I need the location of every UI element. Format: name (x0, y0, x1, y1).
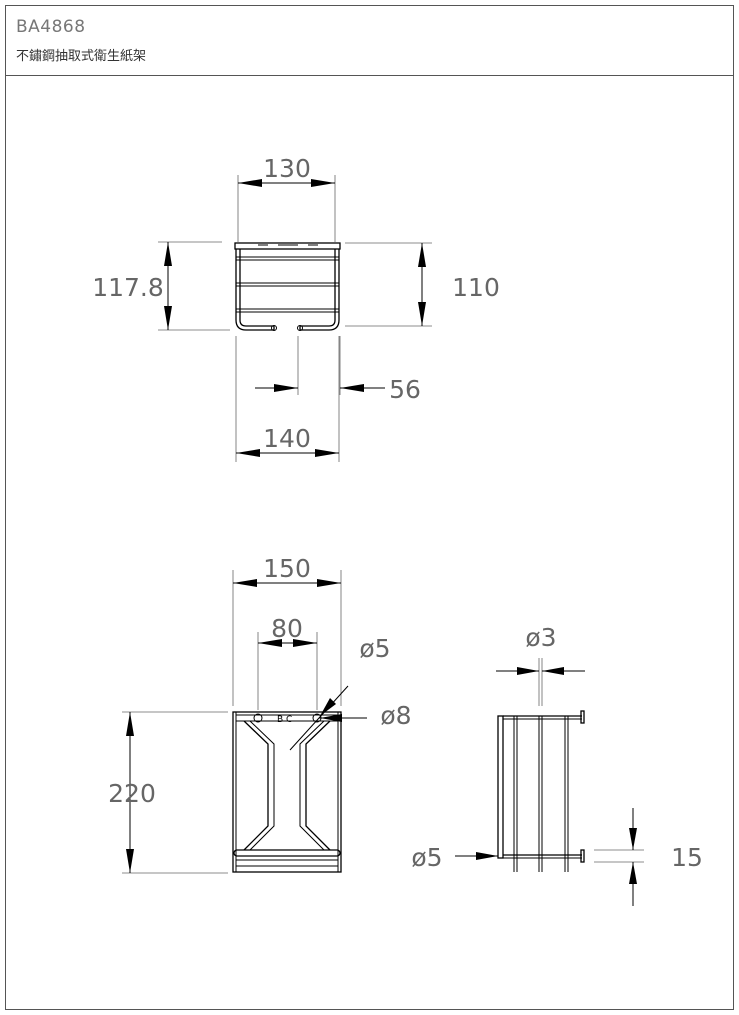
dim-front-width: 150 (263, 554, 311, 583)
front-view-outline (232, 711, 342, 873)
front-view-hole-left (253, 713, 263, 723)
drawing-frame (5, 5, 734, 1010)
dim-height-left: 117.8 (92, 273, 164, 302)
dim-width-bottom: 140 (263, 424, 311, 453)
top-view-left-side (235, 249, 275, 331)
dim-rod-diameter: ø5 (359, 634, 390, 663)
dim-front-inner: 80 (271, 614, 303, 643)
dim-front-height: 220 (108, 779, 156, 808)
svg-text:B C: B C (277, 715, 292, 725)
top-view-rim (234, 242, 341, 250)
front-view-bottom-bar (233, 849, 341, 857)
dim-width-top: 130 (263, 154, 311, 183)
dim-wire-diameter: ø3 (525, 623, 556, 652)
top-view: 130 117.8 110 56 140 (92, 154, 500, 462)
front-view-right-wire (305, 720, 331, 851)
model-number: BA4868 (16, 17, 86, 37)
dim-slot: 56 (389, 375, 421, 404)
front-view: B C 150 80 ø5 ø8 220 (108, 554, 412, 874)
dim-height-right: 110 (452, 273, 500, 302)
dim-hole-diameter: ø8 (380, 701, 411, 730)
dim-offset: 15 (671, 843, 703, 872)
side-view-back-plate (497, 715, 504, 859)
product-name: 不鏽鋼抽取式衛生紙架 (16, 49, 147, 64)
top-view-right-side (299, 249, 340, 331)
side-view: ø3 ø5 15 (411, 623, 703, 906)
dim-side-rod-diameter: ø5 (411, 843, 442, 872)
title-block-divider (5, 75, 734, 76)
front-view-left-wire (243, 720, 269, 851)
